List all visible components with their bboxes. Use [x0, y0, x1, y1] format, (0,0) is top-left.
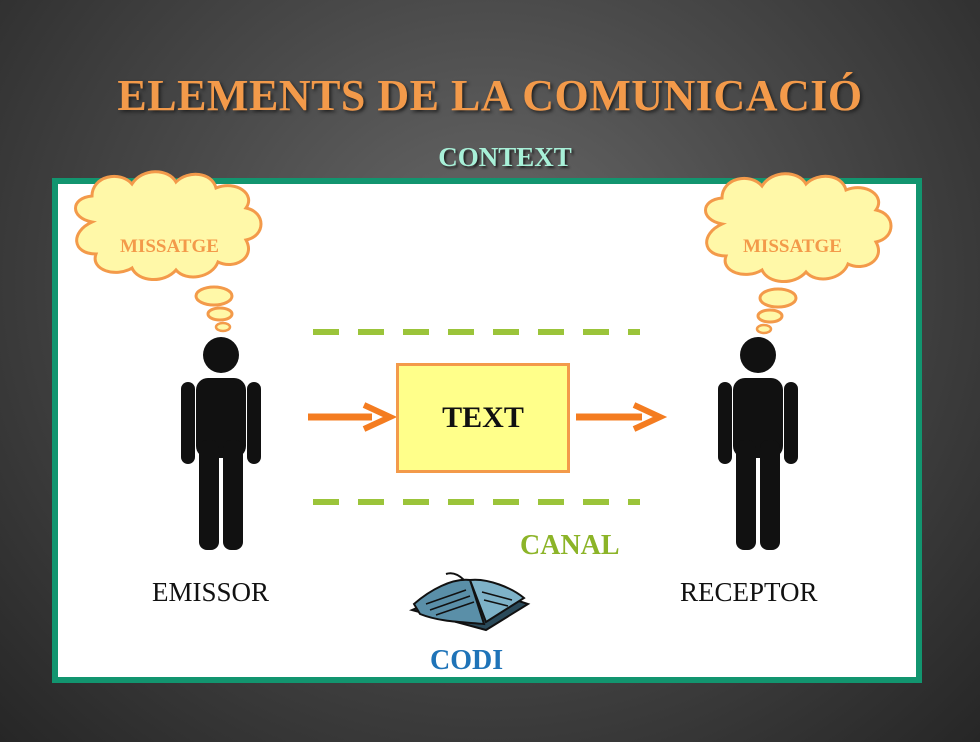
- person-icon: [718, 337, 798, 550]
- code-label: CODI: [430, 645, 504, 676]
- channel-label: CANAL: [520, 530, 620, 561]
- emitter-label: EMISSOR: [152, 577, 270, 607]
- person-icon: [181, 337, 261, 550]
- receiver-thought-label: MISSATGE: [743, 236, 842, 257]
- emitter-thought-label: MISSATGE: [120, 236, 219, 257]
- receiver-label: RECEPTOR: [680, 577, 818, 607]
- arrow-icon: [308, 402, 398, 432]
- open-book-icon: [408, 572, 531, 632]
- context-label: CONTEXT: [438, 142, 572, 172]
- thought-cloud-icon: [704, 172, 893, 335]
- message-box: TEXT: [396, 363, 570, 473]
- arrow-icon: [576, 402, 668, 432]
- page-title: ELEMENTS DE LA COMUNICACIÓ: [117, 71, 863, 120]
- thought-cloud-icon: [74, 170, 263, 333]
